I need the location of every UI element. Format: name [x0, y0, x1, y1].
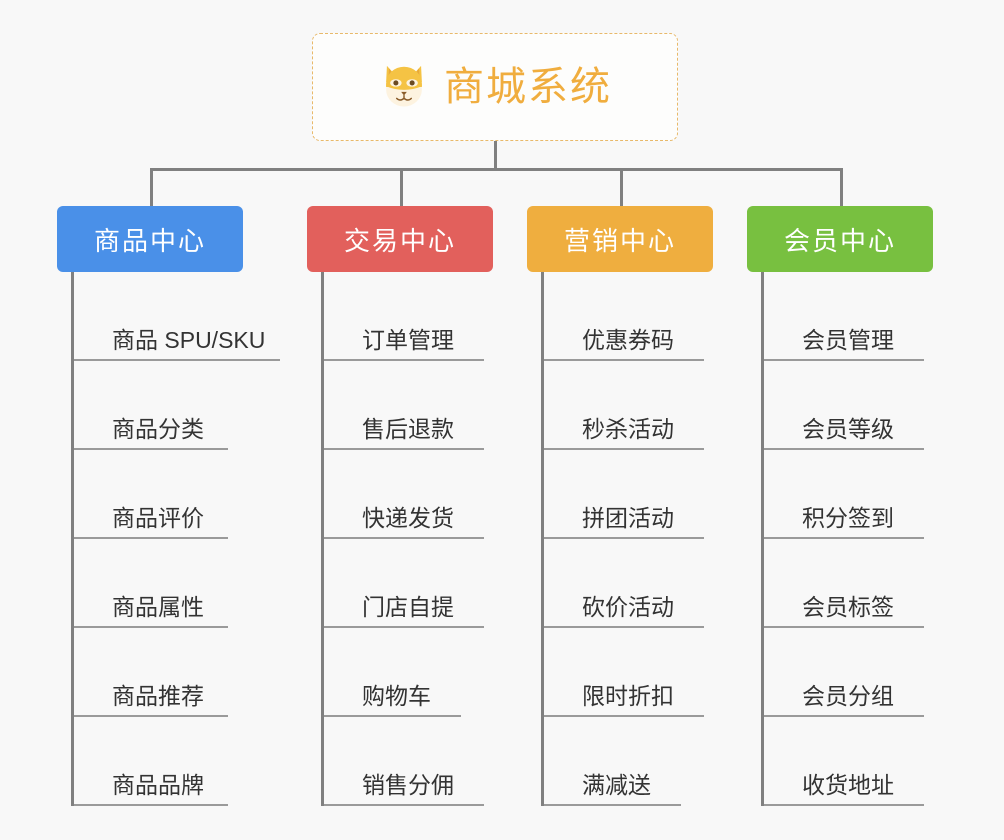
- leaf-item-underline: [544, 804, 681, 806]
- leaf-item[interactable]: 拼团活动: [544, 450, 713, 539]
- leaf-item[interactable]: 会员等级: [764, 361, 933, 450]
- leaf-item-label: 商品推荐: [112, 683, 204, 709]
- leaf-item-underline: [544, 626, 704, 628]
- leaf-item-underline: [324, 804, 484, 806]
- leaf-item-underline: [74, 715, 228, 717]
- leaf-item-label: 限时折扣: [582, 683, 674, 709]
- leaf-item-label: 购物车: [362, 683, 431, 709]
- leaf-item[interactable]: 收货地址: [764, 717, 933, 806]
- leaf-item-underline: [74, 359, 280, 361]
- leaf-item[interactable]: 秒杀活动: [544, 361, 713, 450]
- leaf-item-underline: [544, 359, 704, 361]
- leaf-item-underline: [324, 626, 484, 628]
- leaf-item-label: 商品属性: [112, 594, 204, 620]
- leaf-item[interactable]: 商品品牌: [74, 717, 265, 806]
- leaf-item-label: 收货地址: [802, 772, 894, 798]
- leaf-item[interactable]: 限时折扣: [544, 628, 713, 717]
- leaf-item-label: 会员管理: [802, 327, 894, 353]
- leaf-item-underline: [544, 537, 704, 539]
- category-box-1[interactable]: 商品中心: [57, 206, 243, 272]
- leaf-item[interactable]: 优惠券码: [544, 272, 713, 361]
- connector-drop-4: [840, 168, 843, 206]
- leaf-item-underline: [324, 715, 461, 717]
- leaf-item-label: 砍价活动: [582, 594, 674, 620]
- connector-root-stem: [494, 141, 497, 170]
- connector-drop-3: [620, 168, 623, 206]
- connector-horizontal-bus: [150, 168, 843, 171]
- root-node[interactable]: 商城系统: [312, 33, 678, 141]
- category-box-2[interactable]: 交易中心: [307, 206, 493, 272]
- leaf-item-underline: [74, 804, 228, 806]
- leaf-item[interactable]: 商品评价: [74, 450, 265, 539]
- leaf-item[interactable]: 砍价活动: [544, 539, 713, 628]
- leaf-item-label: 满减送: [582, 772, 651, 798]
- category-column-1: 商品中心商品 SPU/SKU 商品分类商品评价商品属性商品推荐商品品牌: [57, 206, 280, 806]
- leaf-list-4: 会员管理会员等级积分签到会员标签会员分组收货地址: [761, 272, 933, 806]
- leaf-item[interactable]: 商品分类: [74, 361, 265, 450]
- leaf-item-underline: [324, 537, 484, 539]
- leaf-item[interactable]: 积分签到: [764, 450, 933, 539]
- leaf-item-label: 订单管理: [362, 327, 454, 353]
- leaf-item[interactable]: 门店自提: [324, 539, 493, 628]
- leaf-item-underline: [764, 359, 924, 361]
- leaf-item-label: 商品分类: [112, 416, 204, 442]
- leaf-item-label: 商品评价: [112, 505, 204, 531]
- connector-drop-2: [400, 168, 403, 206]
- leaf-item-underline: [74, 626, 228, 628]
- leaf-item[interactable]: 购物车: [324, 628, 493, 717]
- leaf-item-label: 售后退款: [362, 416, 454, 442]
- category-column-4: 会员中心会员管理会员等级积分签到会员标签会员分组收货地址: [747, 206, 933, 806]
- leaf-item[interactable]: 销售分佣: [324, 717, 493, 806]
- category-box-3[interactable]: 营销中心: [527, 206, 713, 272]
- leaf-item[interactable]: 商品属性: [74, 539, 265, 628]
- leaf-item-label: 拼团活动: [582, 505, 674, 531]
- leaf-item-label: 商品品牌: [112, 772, 204, 798]
- leaf-item[interactable]: 快递发货: [324, 450, 493, 539]
- leaf-item-label: 积分签到: [802, 505, 894, 531]
- leaf-item-label: 会员分组: [802, 683, 894, 709]
- leaf-item[interactable]: 会员标签: [764, 539, 933, 628]
- leaf-item-underline: [764, 448, 924, 450]
- leaf-item-underline: [324, 448, 484, 450]
- leaf-item-label: 优惠券码: [582, 327, 674, 353]
- leaf-item-underline: [74, 448, 228, 450]
- leaf-item[interactable]: 售后退款: [324, 361, 493, 450]
- category-column-2: 交易中心订单管理售后退款快递发货门店自提购物车销售分佣: [307, 206, 493, 806]
- shiba-dog-face-icon: [378, 61, 430, 113]
- leaf-item-underline: [764, 804, 924, 806]
- leaf-item-underline: [324, 359, 484, 361]
- leaf-item[interactable]: 会员分组: [764, 628, 933, 717]
- root-title: 商城系统: [444, 65, 612, 109]
- leaf-item[interactable]: 订单管理: [324, 272, 493, 361]
- leaf-item-label: 秒杀活动: [582, 416, 674, 442]
- leaf-item-underline: [74, 537, 228, 539]
- leaf-item[interactable]: 商品推荐: [74, 628, 265, 717]
- leaf-item-label: 快递发货: [362, 505, 454, 531]
- category-box-4[interactable]: 会员中心: [747, 206, 933, 272]
- leaf-list-2: 订单管理售后退款快递发货门店自提购物车销售分佣: [321, 272, 493, 806]
- leaf-item-label: 门店自提: [362, 594, 454, 620]
- leaf-item[interactable]: 满减送: [544, 717, 713, 806]
- connector-drop-1: [150, 168, 153, 206]
- leaf-item-underline: [544, 448, 704, 450]
- leaf-item-underline: [544, 715, 704, 717]
- leaf-item[interactable]: 商品 SPU/SKU: [74, 272, 280, 361]
- leaf-item-underline: [764, 537, 924, 539]
- leaf-item-label: 会员等级: [802, 416, 894, 442]
- leaf-item[interactable]: 会员管理: [764, 272, 933, 361]
- leaf-item-label: 会员标签: [802, 594, 894, 620]
- leaf-item-underline: [764, 715, 924, 717]
- leaf-list-3: 优惠券码秒杀活动拼团活动砍价活动限时折扣满减送: [541, 272, 713, 806]
- leaf-item-label: 商品 SPU/SKU: [112, 327, 266, 353]
- leaf-list-1: 商品 SPU/SKU 商品分类商品评价商品属性商品推荐商品品牌: [71, 272, 280, 806]
- leaf-item-underline: [764, 626, 924, 628]
- category-column-3: 营销中心优惠券码秒杀活动拼团活动砍价活动限时折扣满减送: [527, 206, 713, 806]
- leaf-item-label: 销售分佣: [362, 772, 454, 798]
